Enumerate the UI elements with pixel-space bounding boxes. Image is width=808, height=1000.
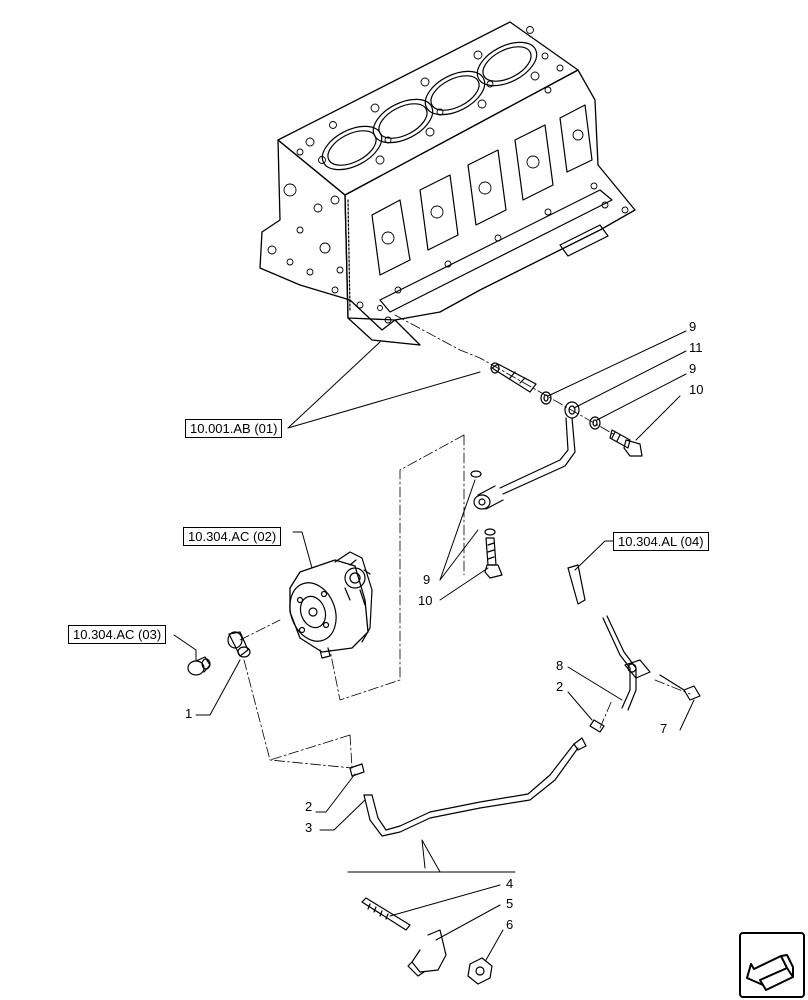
callout-4-stud: 4: [506, 876, 514, 891]
callout-9-washer: 9: [689, 319, 697, 334]
upper-feed-pipe: [470, 362, 643, 579]
nut-6: [467, 957, 493, 985]
center-lines: [239, 314, 691, 769]
ref-10-304-al-04[interactable]: 10.304.AL (04): [613, 532, 709, 551]
leader-lines: [173, 330, 695, 961]
ref-10-304-ac-03[interactable]: 10.304.AC (03): [68, 625, 167, 644]
banjo-fitting-1: [227, 631, 251, 658]
lower-return-pipe: [349, 564, 701, 837]
callout-9-washer: 9: [423, 572, 431, 587]
pump-assembly: [289, 551, 373, 659]
callout-3-pipe: 3: [305, 820, 313, 835]
callout-8-hose: 8: [556, 658, 564, 673]
callout-7-bolt: 7: [660, 721, 668, 736]
engine-block: [259, 21, 636, 346]
ref-10-001-ab-01[interactable]: 10.001.AB (01): [185, 419, 283, 438]
clamp-5: [407, 929, 447, 977]
callout-10-bolt: 10: [418, 593, 433, 608]
callout-9-washer: 9: [689, 361, 697, 376]
callout-2-clip: 2: [305, 799, 313, 814]
callout-11-banjo: 11: [689, 340, 703, 355]
callout-1-banjo: 1: [185, 706, 193, 721]
callout-5-clamp: 5: [506, 896, 514, 911]
next-page-arrow-icon: [746, 954, 794, 991]
stud-4: [361, 897, 411, 931]
callout-2-clip: 2: [556, 679, 564, 694]
plug: [187, 656, 211, 676]
callout-6-nut: 6: [506, 917, 514, 932]
next-page-arrow-button[interactable]: [739, 932, 805, 998]
callout-10-bolt: 10: [689, 382, 704, 397]
ref-10-304-ac-02[interactable]: 10.304.AC (02): [183, 527, 282, 546]
